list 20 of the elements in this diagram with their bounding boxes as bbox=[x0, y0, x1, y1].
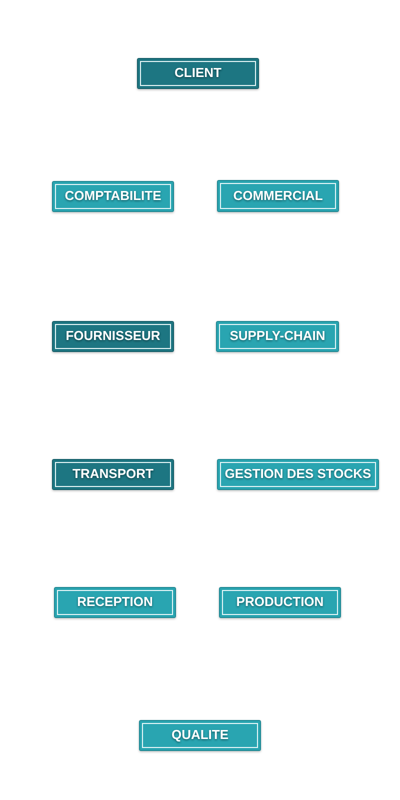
node-label: SUPPLY-CHAIN bbox=[230, 329, 326, 344]
node-label: FOURNISSEUR bbox=[66, 329, 160, 344]
node-label: CLIENT bbox=[174, 66, 222, 81]
node-label: COMMERCIAL bbox=[233, 188, 323, 204]
process-box bbox=[216, 321, 339, 352]
node-label: TRANSPORT bbox=[72, 467, 154, 482]
node-label: QUALITE bbox=[171, 728, 229, 743]
process-box bbox=[52, 459, 174, 490]
node-label: COMPTABILITE bbox=[64, 189, 162, 204]
process-box bbox=[54, 587, 176, 618]
process-box bbox=[137, 58, 259, 89]
process-box bbox=[52, 321, 174, 352]
node-label: PRODUCTION bbox=[236, 595, 324, 610]
process-box bbox=[217, 459, 379, 490]
node-label: RECEPTION bbox=[77, 595, 153, 610]
process-box bbox=[139, 720, 261, 751]
node-label: GESTION DES STOCKS bbox=[224, 467, 372, 482]
process-box bbox=[219, 587, 341, 618]
process-box bbox=[217, 180, 339, 212]
process-box bbox=[52, 181, 174, 212]
